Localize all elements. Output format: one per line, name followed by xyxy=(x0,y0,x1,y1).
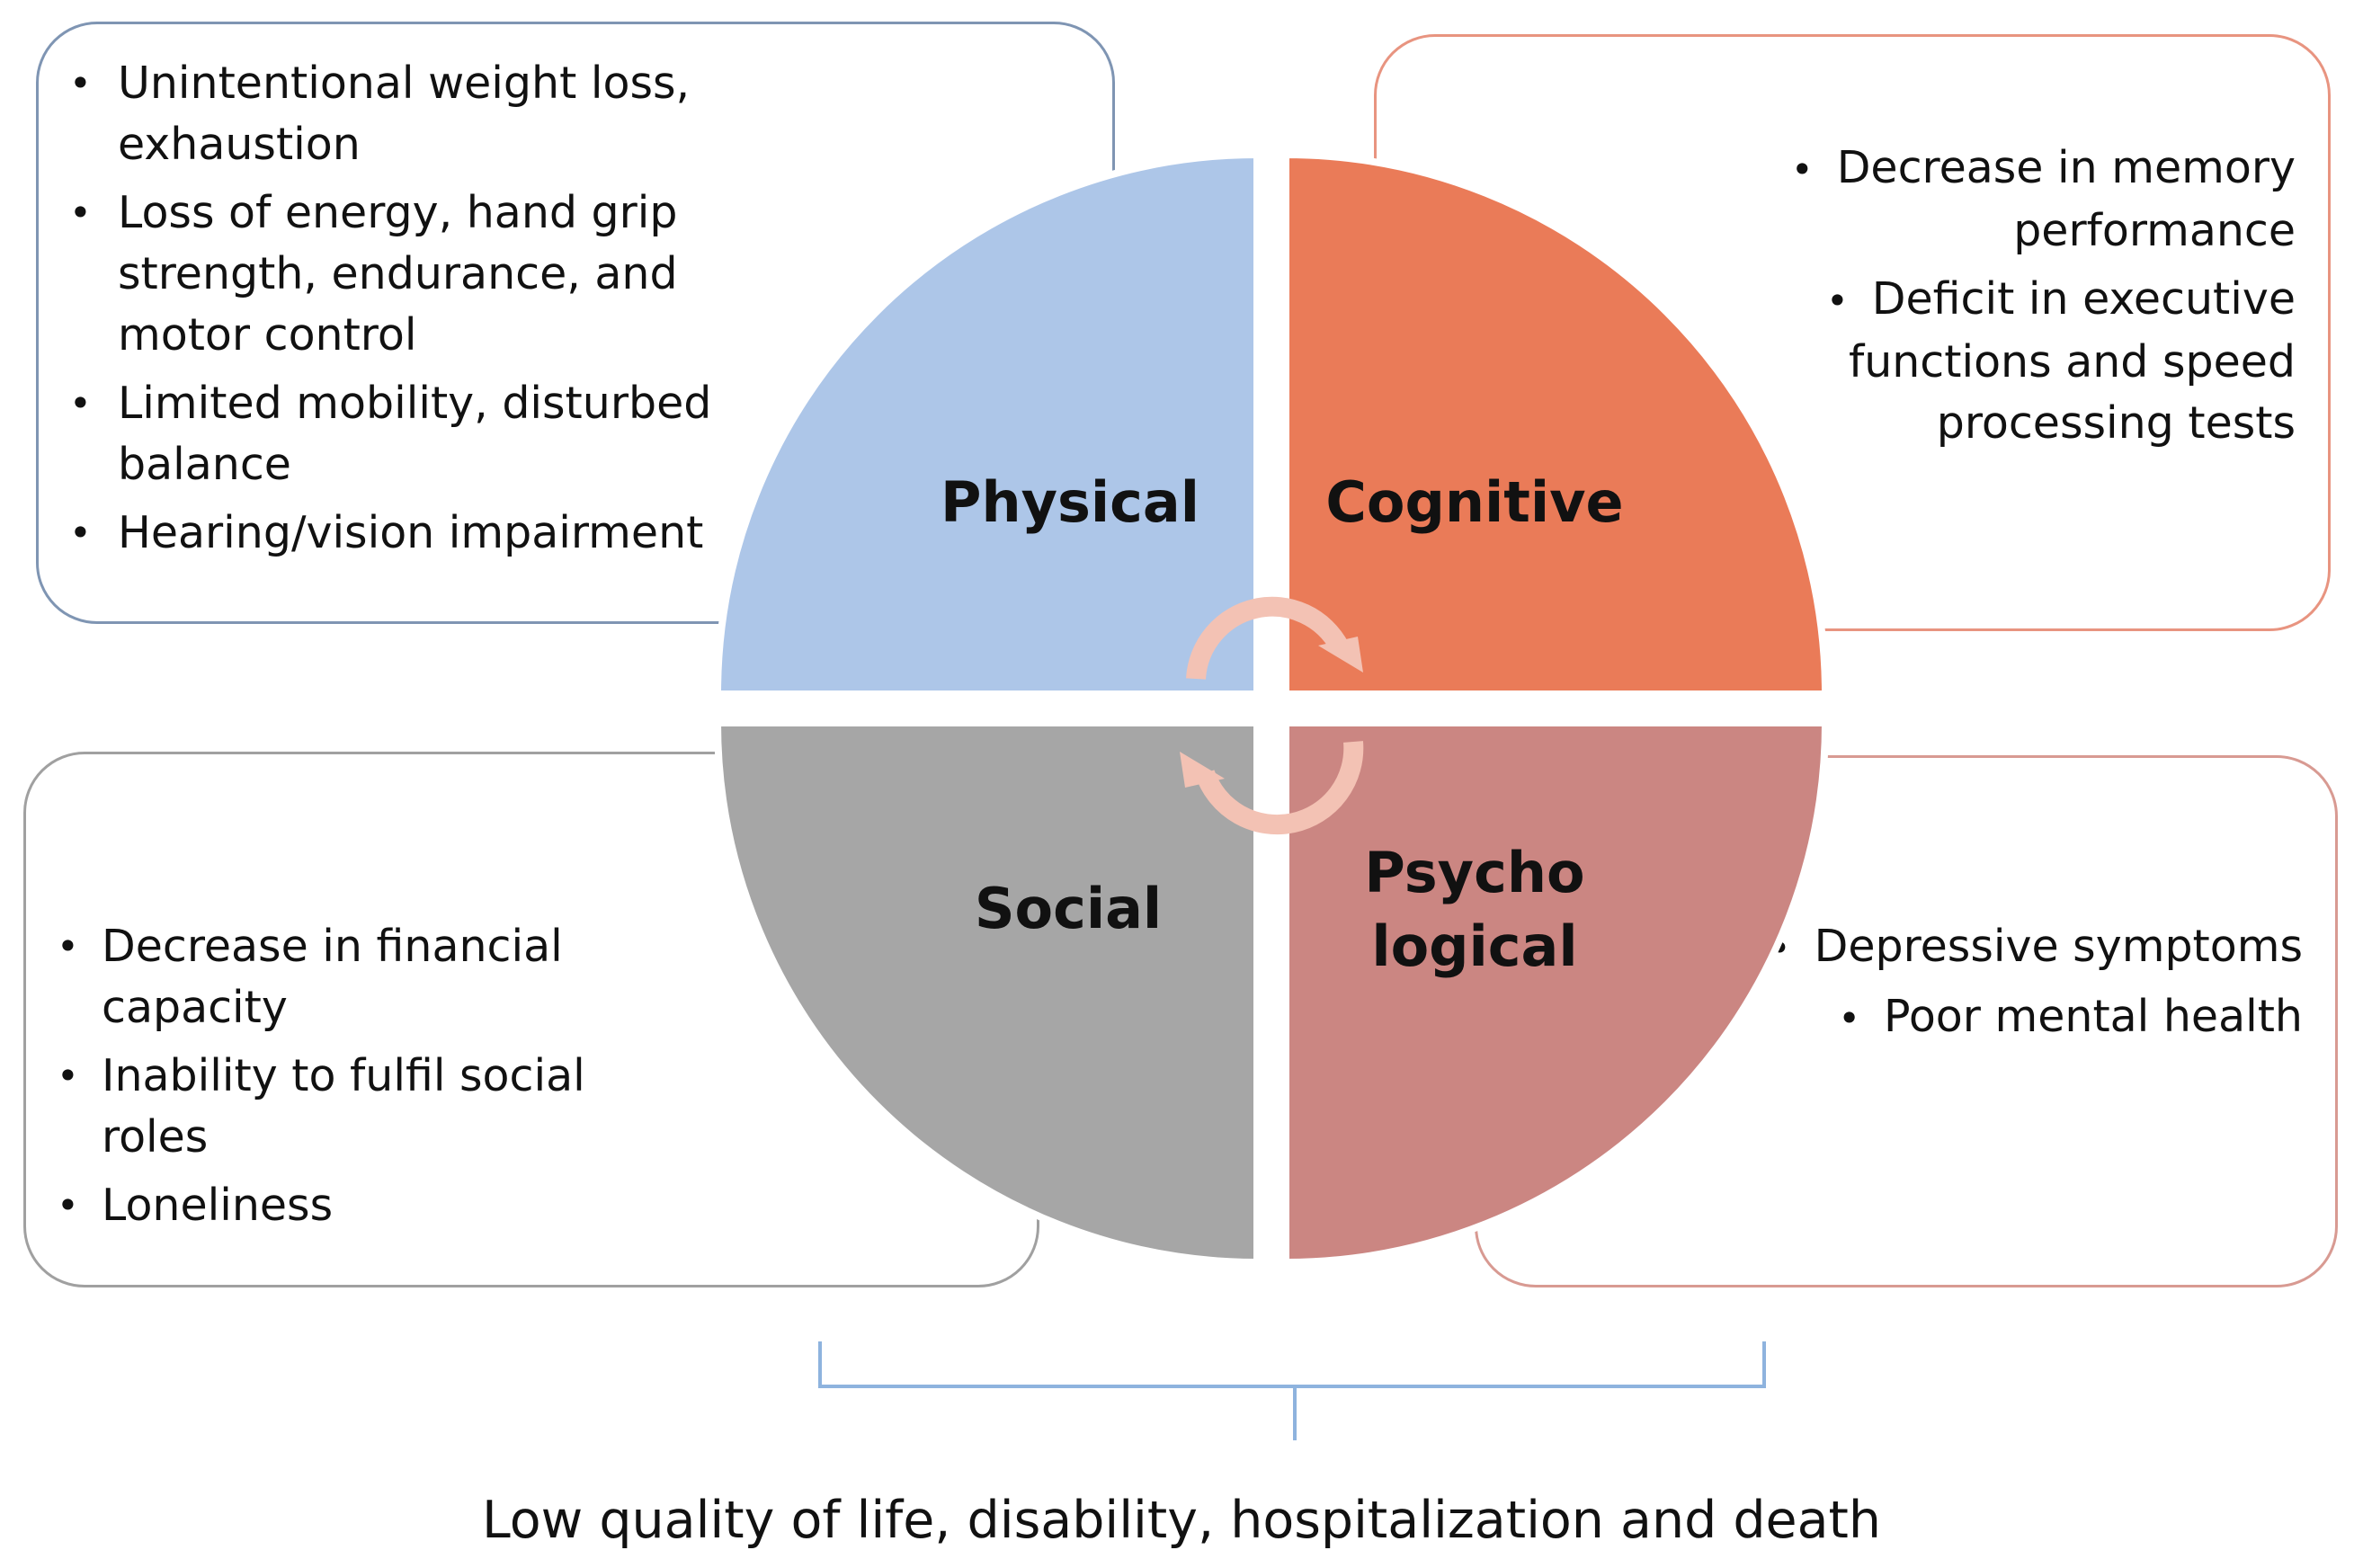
cognitive-list: Decrease in memory performance Deficit i… xyxy=(1736,138,2296,454)
social-label: Social xyxy=(975,876,1162,941)
psychological-quadrant xyxy=(1282,719,1830,1267)
physical-label: Physical xyxy=(941,469,1199,535)
cycle-arrows-icon xyxy=(1180,596,1364,835)
list-item: Unintentional weight loss, exhaustion xyxy=(39,53,801,175)
social-quadrant xyxy=(713,719,1261,1267)
physical-quadrant xyxy=(713,150,1261,698)
cognitive-quadrant xyxy=(1282,150,1830,698)
list-item: Hearing/vision impairment xyxy=(39,503,837,564)
arrow-top-icon xyxy=(1186,596,1349,680)
list-item: Inability to fulfil social roles xyxy=(26,1046,659,1168)
list-item: Depressive symptoms xyxy=(1477,916,2303,979)
arrow-top-head-icon xyxy=(1318,637,1363,673)
list-item: Loneliness xyxy=(26,1175,659,1236)
list-item: Poor mental health xyxy=(1477,986,2303,1049)
physical-list: Unintentional weight loss, exhaustion Lo… xyxy=(39,53,1076,564)
outcome-text: Low quality of life, disability, hospita… xyxy=(481,1491,1882,1550)
psychological-list: Depressive symptoms Poor mental health xyxy=(1477,916,2303,1049)
list-item: Loss of energy, hand grip strength, endu… xyxy=(39,183,765,366)
list-item: Decrease in financial capacity xyxy=(26,916,659,1038)
social-list: Decrease in financial capacity Inability… xyxy=(26,916,1001,1236)
psychological-label-line2: logical xyxy=(1371,913,1577,979)
list-item: Deficit in executive functions and speed… xyxy=(1736,269,2296,454)
brace-icon xyxy=(818,1341,1766,1440)
cognitive-label: Cognitive xyxy=(1325,469,1623,535)
arrow-bottom-head-icon xyxy=(1180,752,1225,788)
list-item: Decrease in memory performance xyxy=(1736,138,2296,262)
arrow-bottom-icon xyxy=(1195,741,1364,835)
psychological-label-line1: Psycho xyxy=(1364,840,1584,905)
list-item: Limited mobility, disturbed balance xyxy=(39,373,801,495)
